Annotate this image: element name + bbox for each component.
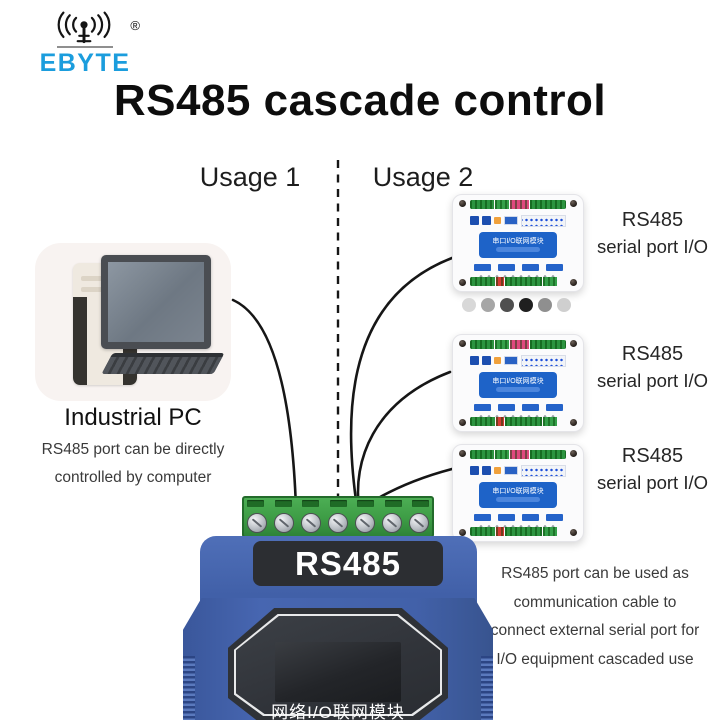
io-module-2: 串口I/O联网模块 (452, 334, 584, 432)
terminal-slots (247, 500, 429, 507)
screw-icon (459, 529, 466, 536)
module-board-label: 串口I/O联网模块 (479, 482, 557, 508)
antenna-icon (57, 11, 111, 44)
industrial-pc-label: Industrial PC (64, 404, 202, 431)
terminal-screw-icon (382, 513, 402, 533)
device-heatsink-fins (481, 656, 493, 720)
pin-header (521, 354, 566, 367)
usage1-caption: RS485 port can be directly controlled by… (8, 436, 258, 492)
pc-monitor-screen (108, 262, 204, 342)
usage2-caption-line1: RS485 port can be used as (501, 565, 689, 582)
screw-icon (570, 419, 577, 426)
module-2-label: RS485 serial port I/O (596, 343, 709, 391)
cable-device-to-module1 (349, 256, 454, 510)
main-network-io-device: RS485 网络I/O联网模块 (183, 536, 493, 720)
module-components (470, 354, 566, 367)
device-heatsink-fins (183, 656, 195, 720)
pc-keyboard (101, 353, 225, 374)
more-devices-ellipsis (462, 298, 571, 312)
io-module-3: 串口I/O联网模块 (452, 444, 584, 542)
page-title: RS485 cascade control (113, 76, 607, 125)
device-bottom-label: 网络I/O联网模块 (271, 703, 405, 720)
module-components (470, 464, 566, 477)
terminal-screw-icon (409, 513, 429, 533)
terminal-screw-icon (355, 513, 375, 533)
rs485-port-badge: RS485 (253, 541, 443, 586)
usage-2-label: Usage 2 (372, 162, 474, 192)
tower-side-panel (73, 297, 87, 385)
pc-monitor (101, 255, 211, 349)
screw-icon (570, 450, 577, 457)
rs485-terminal-block (242, 496, 434, 538)
module-board-label: 串口I/O联网模块 (479, 232, 557, 258)
dot-icon (538, 298, 552, 312)
logo-baseline (57, 46, 113, 48)
module-terminal-strip (470, 450, 566, 459)
module-screw-row (477, 274, 559, 279)
module-model-pill (496, 247, 540, 252)
usage1-caption-line1: RS485 port can be directly (41, 441, 225, 458)
module-terminal-strip (470, 527, 566, 536)
ebyte-logo: ® EBYTE (30, 8, 140, 77)
screw-icon (570, 340, 577, 347)
screw-icon (459, 200, 466, 207)
module-screw-row (477, 414, 559, 419)
module-components (470, 214, 566, 227)
screw-icon (570, 279, 577, 286)
pin-header (521, 464, 566, 477)
module-1-label: RS485 serial port I/O (596, 209, 709, 257)
dot-icon (557, 298, 571, 312)
industrial-pc-illustration (35, 243, 231, 401)
screw-icon (570, 529, 577, 536)
module-terminal-strip (470, 200, 566, 209)
usage1-caption-line2: controlled by computer (54, 468, 212, 486)
dot-icon (519, 298, 533, 312)
module-terminal-strip (470, 340, 566, 349)
module-indicators (453, 404, 583, 411)
usage2-caption-line3: connect external serial port for (490, 622, 700, 640)
module-3-label: RS485 serial port I/O (596, 445, 709, 493)
terminal-screws (247, 513, 429, 533)
dot-icon (481, 298, 495, 312)
module-terminal-strip (470, 417, 566, 426)
screw-icon (459, 340, 466, 347)
terminal-screw-icon (247, 513, 267, 533)
screw-icon (459, 279, 466, 286)
registered-trademark: ® (130, 18, 140, 33)
io-module-1: 串口I/O联网模块 (452, 194, 584, 292)
pin-header (521, 214, 566, 227)
brand-name: EBYTE (39, 49, 131, 77)
dot-icon (462, 298, 476, 312)
terminal-screw-icon (328, 513, 348, 533)
module-model-pill (496, 497, 540, 502)
usage2-caption-line4: I/O equipment cascaded use (496, 651, 694, 669)
usage-1-label: Usage 1 (199, 162, 301, 192)
screw-icon (570, 200, 577, 207)
usage2-caption: RS485 port can be used as communication … (470, 560, 720, 675)
module-screw-row (477, 524, 559, 529)
screw-icon (459, 450, 466, 457)
cable-device-to-module2 (356, 370, 452, 510)
module-indicators (453, 514, 583, 521)
terminal-screw-icon (274, 513, 294, 533)
dot-icon (500, 298, 514, 312)
module-board-label: 串口I/O联网模块 (479, 372, 557, 398)
terminal-screw-icon (301, 513, 321, 533)
module-model-pill (496, 387, 540, 392)
usage2-caption-line2: communication cable to (513, 593, 677, 611)
module-terminal-strip (470, 277, 566, 286)
module-indicators (453, 264, 583, 271)
device-screen (275, 642, 401, 702)
screw-icon (459, 419, 466, 426)
